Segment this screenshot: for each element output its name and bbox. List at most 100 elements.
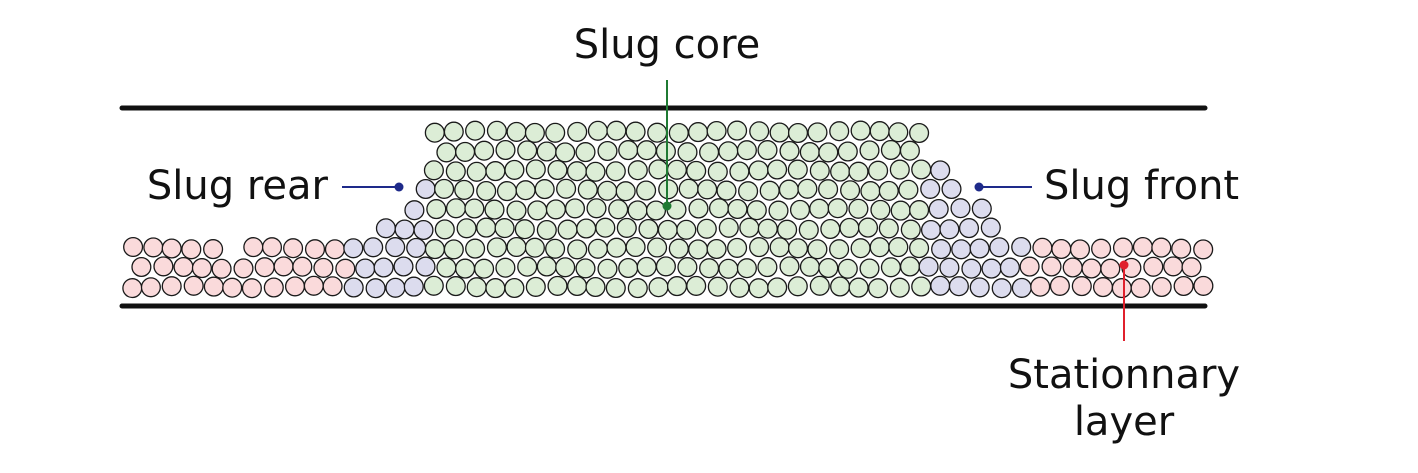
core-particle [666,276,688,297]
core-particle [848,198,869,219]
core-particle [466,161,487,182]
core-particle [586,198,607,219]
stationary-particle [1181,257,1202,278]
rear-front-particle [941,178,962,200]
core-particle [616,217,637,238]
core-particle [749,121,770,142]
core-particle [818,142,839,163]
core-particle [575,258,596,279]
core-particle [423,275,444,296]
stationary-particle [1130,277,1151,299]
core-particle [585,276,606,298]
rear-front-particle [413,219,434,241]
core-particle [716,180,737,201]
slug-front-label: Slug front [1044,163,1239,209]
core-particle [767,159,788,180]
core-particle [605,277,626,299]
rear-front-particle [920,219,942,241]
core-particle [799,256,820,277]
core-particle [809,198,830,219]
rear-front-particle [948,276,969,297]
stationary-particle [161,276,182,297]
slug-front-pointer-dot [974,182,984,192]
core-particle [738,181,759,202]
rear-front-particle [406,237,427,258]
core-particle [909,238,930,259]
rear-front-particle [930,275,951,296]
core-particle [455,141,476,162]
rear-front-particle [1011,277,1032,298]
core-particle [789,199,811,220]
core-particle [888,122,909,143]
core-particle [647,122,668,143]
core-particle [474,258,495,279]
stationary-layer-label-line2: layer [1074,399,1175,445]
core-particle [655,256,676,277]
rear-front-particle [394,219,415,240]
rear-front-particle [403,276,424,297]
stationary-particle [1193,275,1214,296]
stationary-particle [324,239,345,260]
core-particle [527,200,548,221]
core-particle [748,160,769,181]
core-particle [757,257,778,278]
stationary-particle [1193,239,1214,260]
stationary-layer-callout: Stationnary layer [1008,260,1240,445]
rear-front-particle [1011,236,1032,258]
core-particle [587,238,608,259]
core-particle [605,161,626,182]
core-particle [848,161,869,182]
core-particle [729,277,750,298]
core-particle [636,256,657,277]
stationary-particle [284,276,306,297]
core-particle [880,257,901,278]
core-particle [807,122,828,143]
core-particle [706,238,727,260]
core-particle [888,237,909,258]
core-particle [837,141,858,162]
core-particle [576,218,597,239]
core-particle [859,258,880,279]
core-particle [566,161,588,182]
core-particle [767,277,788,298]
core-particle [739,217,760,238]
core-particle [485,161,506,182]
core-particle [597,258,618,279]
slug-front-callout: Slug front [974,163,1239,209]
stationary-particle [1069,239,1091,260]
stationary-particle [1111,278,1132,299]
core-particle [515,180,536,201]
core-particle [494,218,515,239]
core-particle [506,200,527,221]
core-particle [567,275,588,297]
core-particle [536,256,557,277]
core-particle [868,278,889,299]
rear-front-particle [373,257,394,278]
core-particle [495,257,516,278]
rear-front-particle [363,237,384,258]
stationary-particle [1173,275,1194,297]
core-particle [618,257,639,279]
core-particle [608,199,629,220]
stationary-particle [233,258,254,279]
core-particle [827,198,848,219]
rear-front-particle [969,277,990,298]
core-particle [436,142,457,163]
rear-front-particle [991,278,1012,299]
rear-front-particle [343,238,364,259]
stationary-particle [1091,238,1112,259]
core-particle [777,219,798,240]
stationary-particle [173,256,194,278]
core-particle [555,142,576,163]
stationary-particle [1112,237,1134,258]
core-particle [688,239,709,260]
core-particle [830,276,851,297]
rear-front-particle [989,237,1010,258]
core-particle [424,122,445,143]
stationary-particle [304,239,326,260]
core-particle [545,199,566,220]
rear-front-particle [951,239,972,260]
rear-front-particle [950,198,971,219]
rear-front-particle [931,239,952,260]
core-particle [517,140,538,161]
